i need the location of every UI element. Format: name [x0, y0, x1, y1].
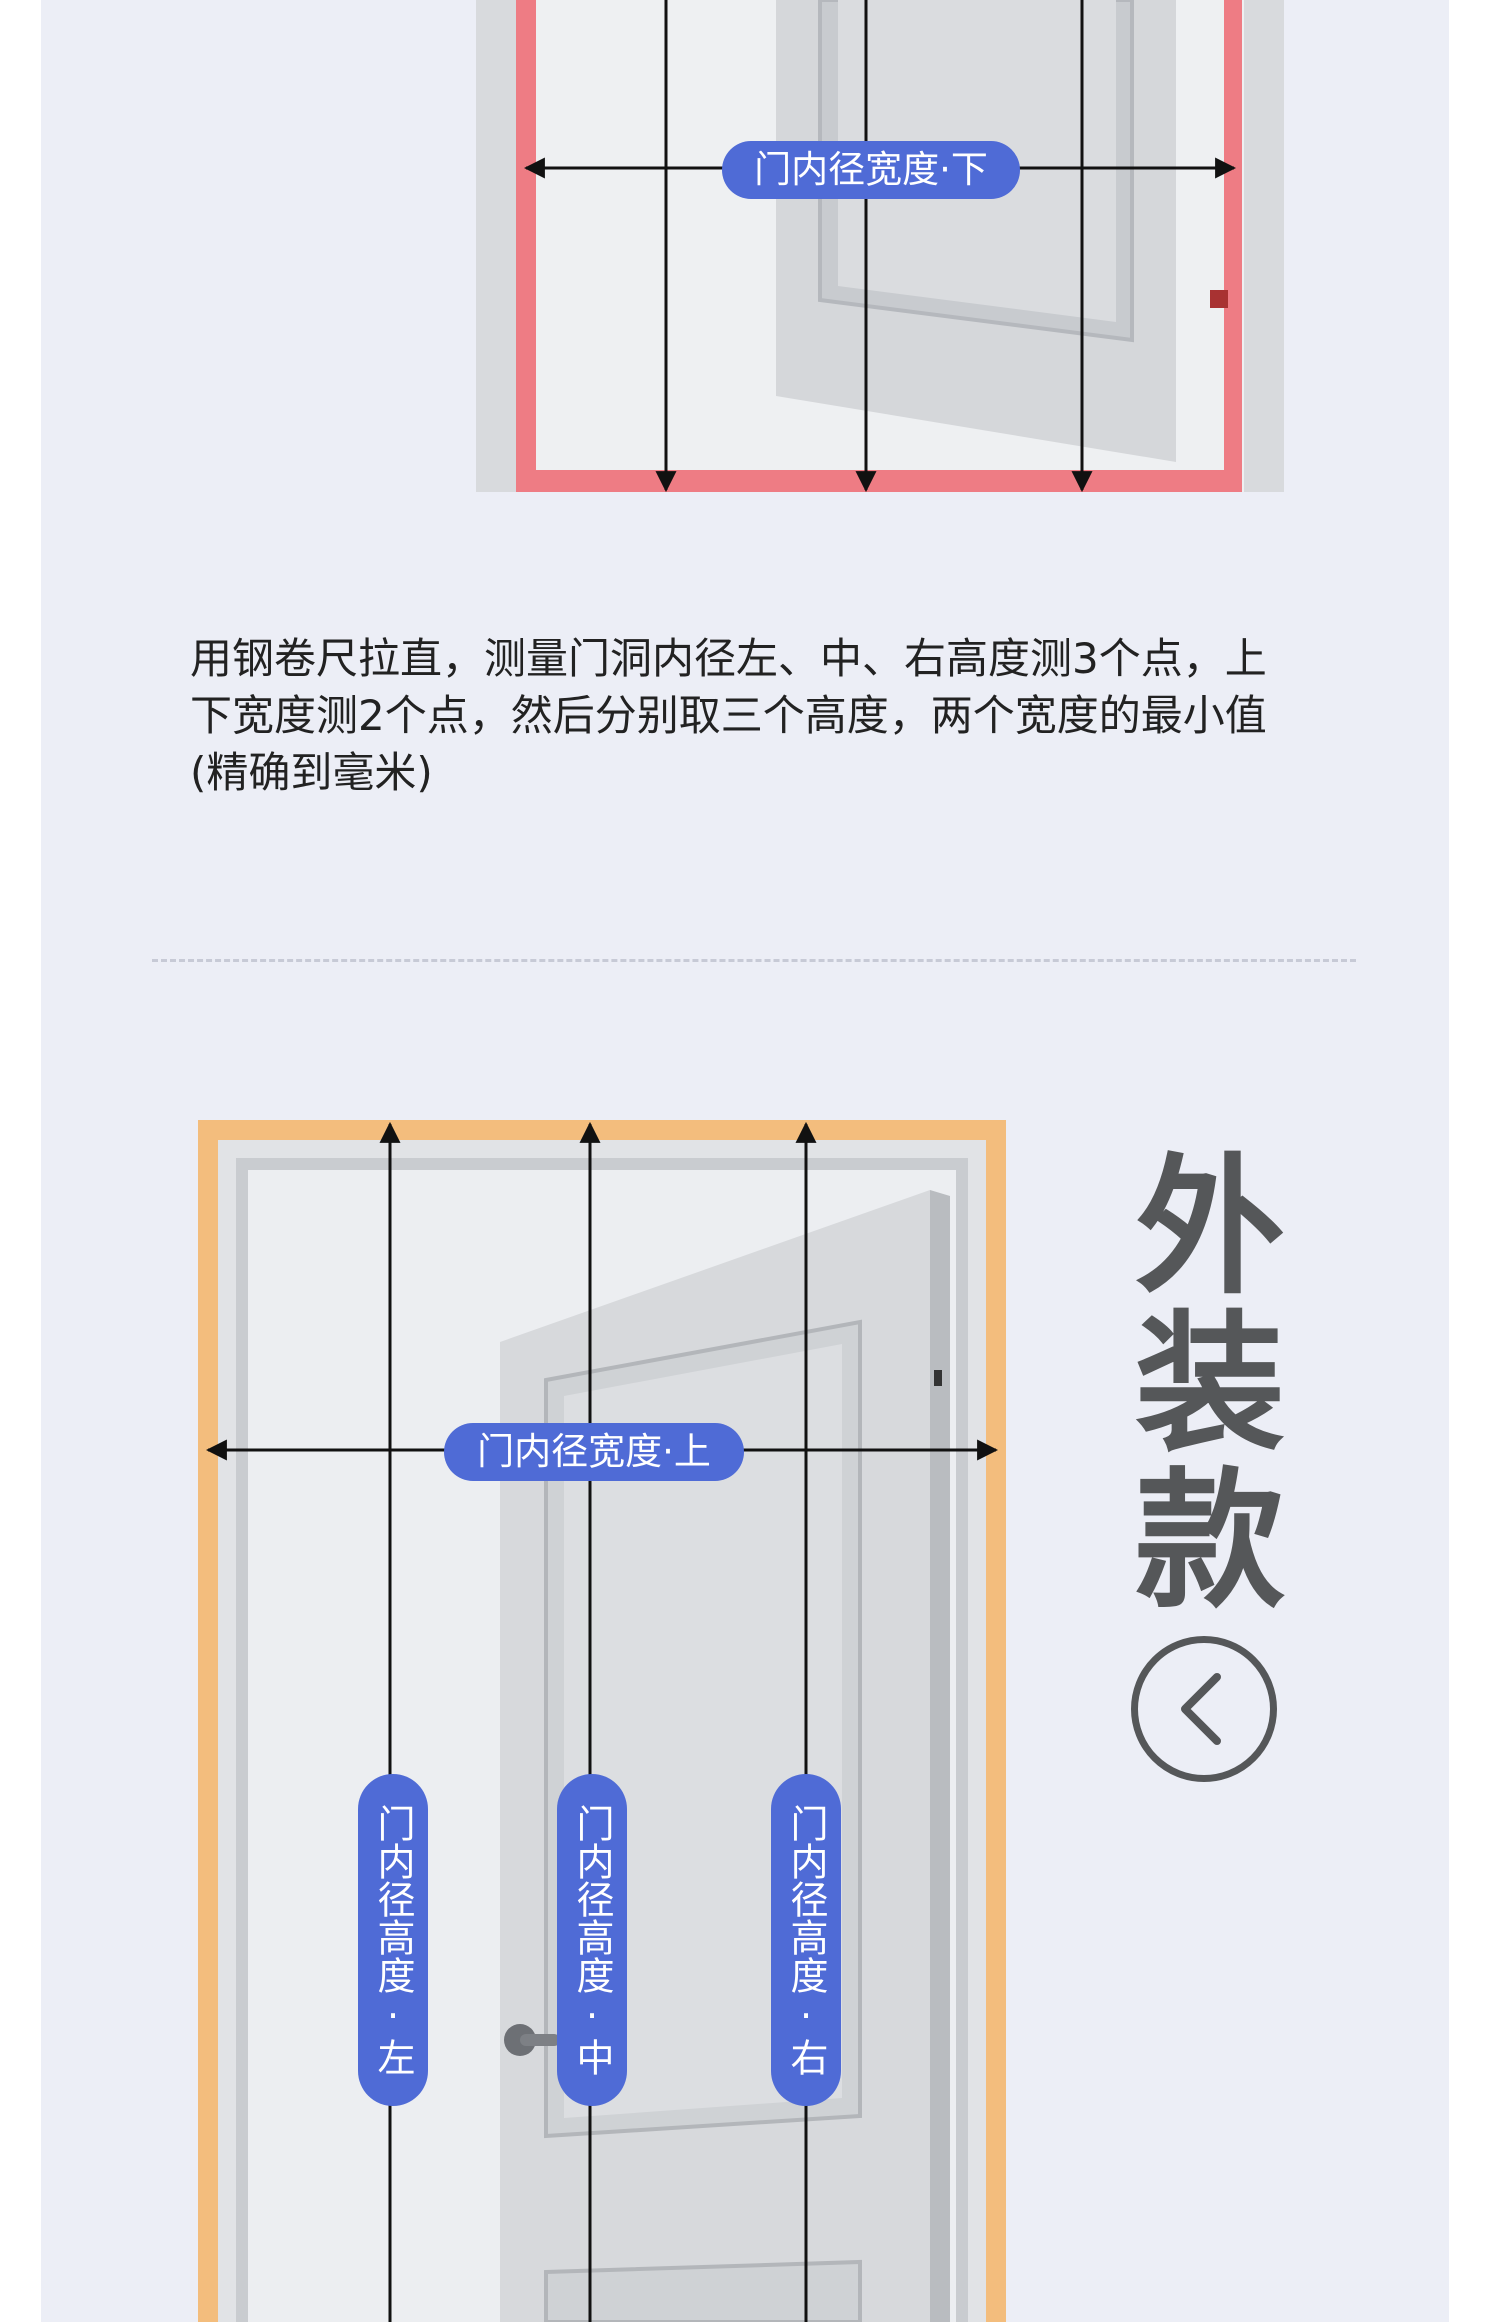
- bottom-door-drawing: [198, 1120, 1006, 2322]
- width-label-top: 门内径宽度·上: [444, 1423, 744, 1481]
- door-latch-icon: [1210, 290, 1228, 308]
- title-char-2: 装: [1134, 1298, 1285, 1472]
- top-frame-left-edge: [516, 0, 536, 492]
- height-label-right: 门内径高度·右: [771, 1774, 841, 2106]
- section-title-exterior-type: 外 装 款: [1130, 1150, 1290, 1621]
- width-label-bottom: 门内径宽度·下: [722, 141, 1020, 199]
- back-button[interactable]: [1131, 1636, 1277, 1782]
- height-label-left: 门内径高度·左: [358, 1774, 428, 2106]
- chevron-left-icon: [1181, 1673, 1221, 1745]
- measurement-instructions: 用钢卷尺拉直，测量门洞内径左、中、右高度测3个点，上下宽度测2个点，然后分别取三…: [190, 634, 1267, 797]
- title-char-1: 外: [1134, 1141, 1285, 1315]
- bottom-door-latch-icon: [934, 1370, 942, 1386]
- top-frame-bottom-edge: [516, 470, 1242, 492]
- title-char-3: 款: [1134, 1455, 1285, 1629]
- top-frame-right-edge: [1224, 0, 1242, 492]
- height-label-middle: 门内径高度·中: [557, 1774, 627, 2106]
- section-divider: [152, 959, 1356, 962]
- top-door-drawing: [476, 0, 1284, 493]
